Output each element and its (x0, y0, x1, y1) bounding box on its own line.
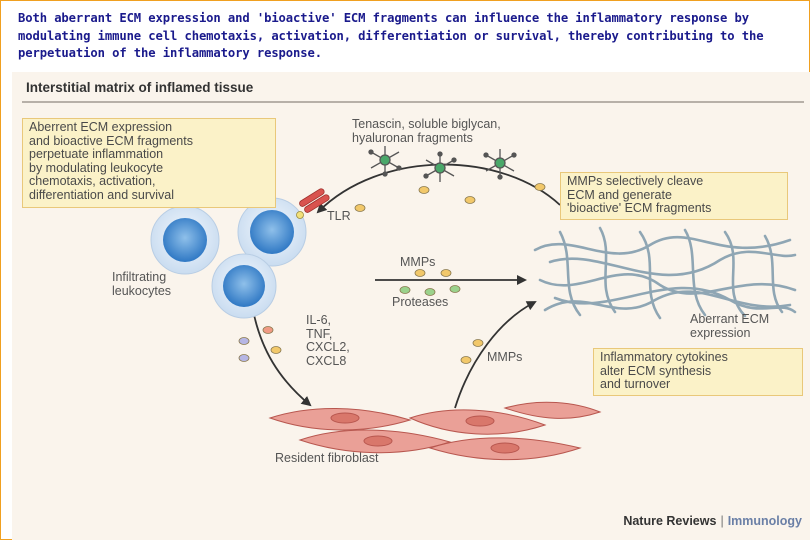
label-mmps-bottom: MMPs (487, 350, 523, 364)
box-inflammatory-cytokines: Inflammatory cytokines alter ECM synthes… (593, 348, 803, 396)
label-aberrant-ecm: Aberrant ECM expression (690, 312, 770, 340)
arrow-fibroblast-to-ecm (454, 301, 537, 409)
arrow-leukocytes-to-fibroblast (251, 304, 312, 407)
label-fragments: Tenascin, soluble biglycan, hyaluronan f… (352, 117, 501, 145)
ecm-fragment-starbursts (368, 146, 517, 182)
figure-title: Interstitial matrix of inflamed tissue (26, 80, 254, 95)
label-mmps-top: MMPs (400, 255, 436, 269)
box-mmps-cleave: MMPs selectively cleave ECM and generate… (560, 172, 788, 220)
leukocyte-cells (150, 197, 307, 319)
label-cytokine-list: IL-6, TNF, CXCL2, CXCL8 (306, 313, 350, 368)
journal-credit: Nature Reviews|Immunology (623, 514, 802, 528)
box-aberrant-ecm: Aberrent ECM expression and bioactive EC… (22, 118, 276, 208)
title-divider (22, 101, 804, 103)
journal-name: Nature Reviews (623, 514, 717, 528)
label-proteases: Proteases (392, 295, 449, 309)
label-fibroblast: Resident fibroblast (275, 451, 379, 465)
label-leukocytes: Infiltrating leukocytes (112, 270, 172, 298)
tlr-receptor (296, 188, 330, 219)
ecm-fiber-network (533, 226, 797, 320)
label-tlr: TLR (327, 209, 351, 223)
figure-caption: Both aberrant ECM expression and 'bioact… (18, 11, 764, 60)
journal-section: Immunology (727, 514, 802, 528)
fibroblast-cells (268, 401, 602, 461)
